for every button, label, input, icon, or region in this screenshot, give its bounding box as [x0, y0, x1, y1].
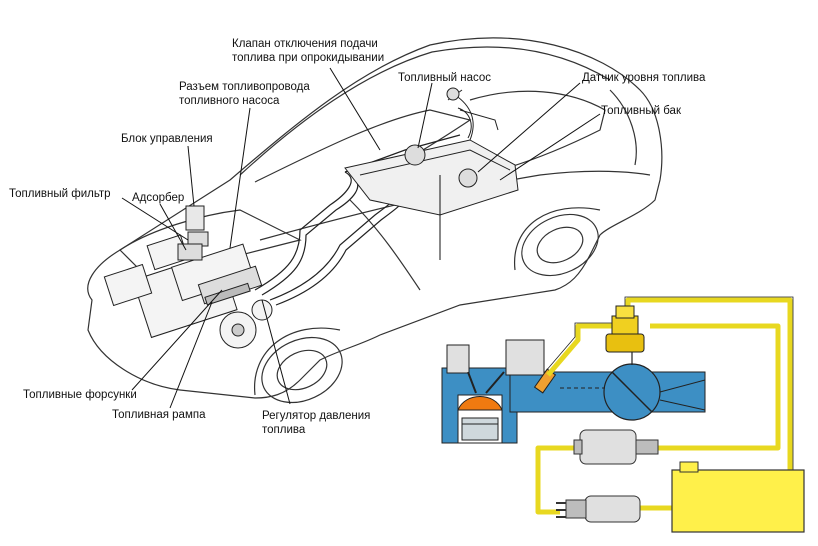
control-unit-part	[185, 205, 205, 231]
rear-wheel	[521, 213, 599, 277]
car-rear-window	[609, 89, 637, 166]
schematic-fuel-pump-head	[565, 499, 587, 519]
schematic-fuel-tank	[671, 469, 805, 533]
fuel-level-sensor-part	[458, 168, 478, 188]
schematic-valve-cover-right	[505, 339, 545, 376]
label-rollover-valve-1: Клапан отключения подачи	[232, 38, 378, 50]
leader-rollover-valve	[329, 67, 381, 151]
fuel-schematic	[441, 296, 805, 533]
car-body-outline	[87, 37, 663, 399]
air-filter-box	[103, 263, 153, 307]
schematic-fuel-tank-filler	[679, 461, 699, 473]
schematic-fuel-filter-cap-right	[635, 439, 659, 455]
schematic-combustion-chamber	[457, 396, 503, 411]
front-wheel-arch	[254, 327, 341, 396]
schematic-filter-to-pump	[535, 445, 580, 515]
fuel-line-supply-b	[261, 175, 359, 296]
fuel-tank-top	[359, 149, 511, 176]
label-adsorber: Адсорбер	[132, 192, 185, 204]
car-door-line	[349, 199, 421, 291]
label-fuel-filter: Топливный фильтр	[9, 188, 111, 200]
schematic-valve-right	[485, 371, 505, 394]
schematic-throttle-plate	[611, 371, 653, 413]
leader-fuel-tank	[499, 113, 601, 181]
fuel-tank-shape	[344, 139, 519, 216]
label-pump-connector-1: Разъем топливопровода	[179, 81, 310, 93]
adsorber-part	[177, 243, 203, 261]
leader-fuel-rail	[169, 301, 213, 409]
label-fuel-level-sensor: Датчик уровня топлива	[582, 72, 706, 84]
schematic-pressure-regulator-body	[605, 333, 645, 353]
engine-pulley-hub	[231, 323, 245, 337]
rear-wheel-rim	[536, 226, 584, 264]
leader-level-sensor	[477, 82, 581, 173]
fuel-line-supply-a	[254, 171, 352, 291]
label-fuel-pump: Топливный насос	[398, 72, 491, 84]
leader-adsorber	[159, 203, 187, 251]
engine-assembly	[103, 205, 273, 349]
rear-wheel-arch	[514, 207, 601, 271]
leader-injectors	[131, 289, 223, 391]
schematic-fuel-filter	[579, 429, 637, 465]
leader-fuel-filter	[121, 197, 189, 241]
car-side-window	[469, 90, 606, 171]
schematic-pressure-regulator-top	[611, 315, 639, 337]
leader-control-unit	[187, 145, 195, 207]
fuel-rail-part	[204, 282, 251, 306]
schematic-valve-cover-left	[446, 344, 470, 374]
fuel-pump-module	[404, 144, 426, 166]
car-drawing	[87, 37, 663, 404]
schematic-return-line	[650, 323, 781, 451]
leader-pressure-regulator	[261, 299, 291, 405]
label-fuel-rail: Топливная рампа	[112, 409, 206, 421]
car-fuel-tank	[344, 87, 519, 216]
label-rollover-valve-2: топлива при опрокидывании	[232, 52, 385, 64]
evap-line	[459, 109, 499, 131]
schematic-fuel-pump	[584, 495, 641, 523]
schematic-pressure-regulator-cap	[615, 305, 635, 319]
leader-fuel-pump	[417, 82, 433, 149]
label-fuel-tank: Топливный бак	[601, 105, 681, 117]
front-wheel-rim	[276, 349, 328, 391]
engine-pulley-small	[251, 299, 273, 321]
schematic-air-inlet	[659, 379, 706, 411]
label-injectors: Топливные форсунки	[23, 389, 137, 401]
schematic-valve-left	[467, 371, 477, 394]
schematic-fuel-filter-cap-left	[573, 439, 583, 455]
schematic-piston	[461, 417, 499, 441]
label-pump-connector-2: топливного насоса	[179, 95, 280, 107]
front-wheel	[261, 336, 343, 404]
label-control-unit: Блок управления	[121, 133, 213, 145]
label-pressure-regulator-1: Регулятор давления	[262, 410, 371, 422]
car-roof	[239, 46, 611, 176]
filler-cap	[446, 87, 460, 101]
label-pressure-regulator-2: топлива	[262, 424, 306, 436]
leader-pump-connector	[229, 107, 251, 249]
leader-lines	[121, 67, 601, 409]
